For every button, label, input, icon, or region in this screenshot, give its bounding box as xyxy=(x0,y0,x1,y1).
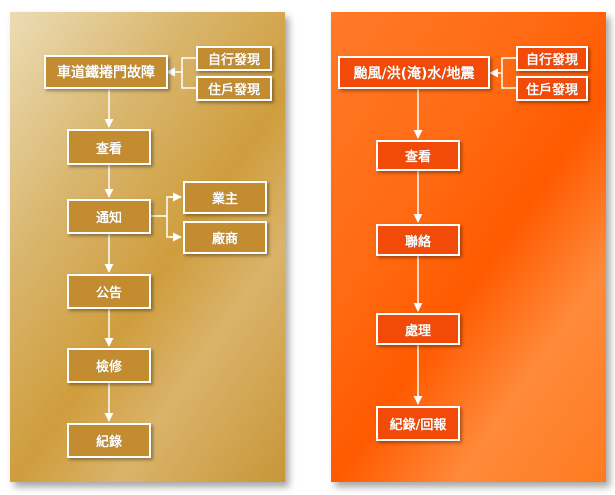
right-title-node: 颱風/洪(淹)水/地震 xyxy=(338,56,490,89)
left-step-repair-node: 檢修 xyxy=(67,348,151,383)
left-branch-owner-node: 業主 xyxy=(183,181,267,214)
left-step-record-node: 紀錄 xyxy=(67,423,151,458)
left-step-check-node: 查看 xyxy=(67,129,151,165)
left-source-self-node: 自行發現 xyxy=(196,46,272,71)
right-step-check-node: 查看 xyxy=(376,140,460,171)
right-step-contact-node: 聯絡 xyxy=(376,224,460,256)
right-step-handle-node: 處理 xyxy=(376,313,460,345)
right-source-self-node: 自行發現 xyxy=(516,46,588,71)
right-source-resident-node: 住戶發現 xyxy=(516,76,588,101)
left-step-notify-node: 通知 xyxy=(67,199,151,234)
left-branch-vendor-node: 廠商 xyxy=(183,221,267,254)
left-title-node: 車道鐵捲門故障 xyxy=(44,55,168,89)
right-step-record-report-node: 紀錄/回報 xyxy=(376,406,460,441)
left-source-resident-node: 住戶發現 xyxy=(196,76,272,101)
left-step-announce-node: 公告 xyxy=(67,274,151,309)
